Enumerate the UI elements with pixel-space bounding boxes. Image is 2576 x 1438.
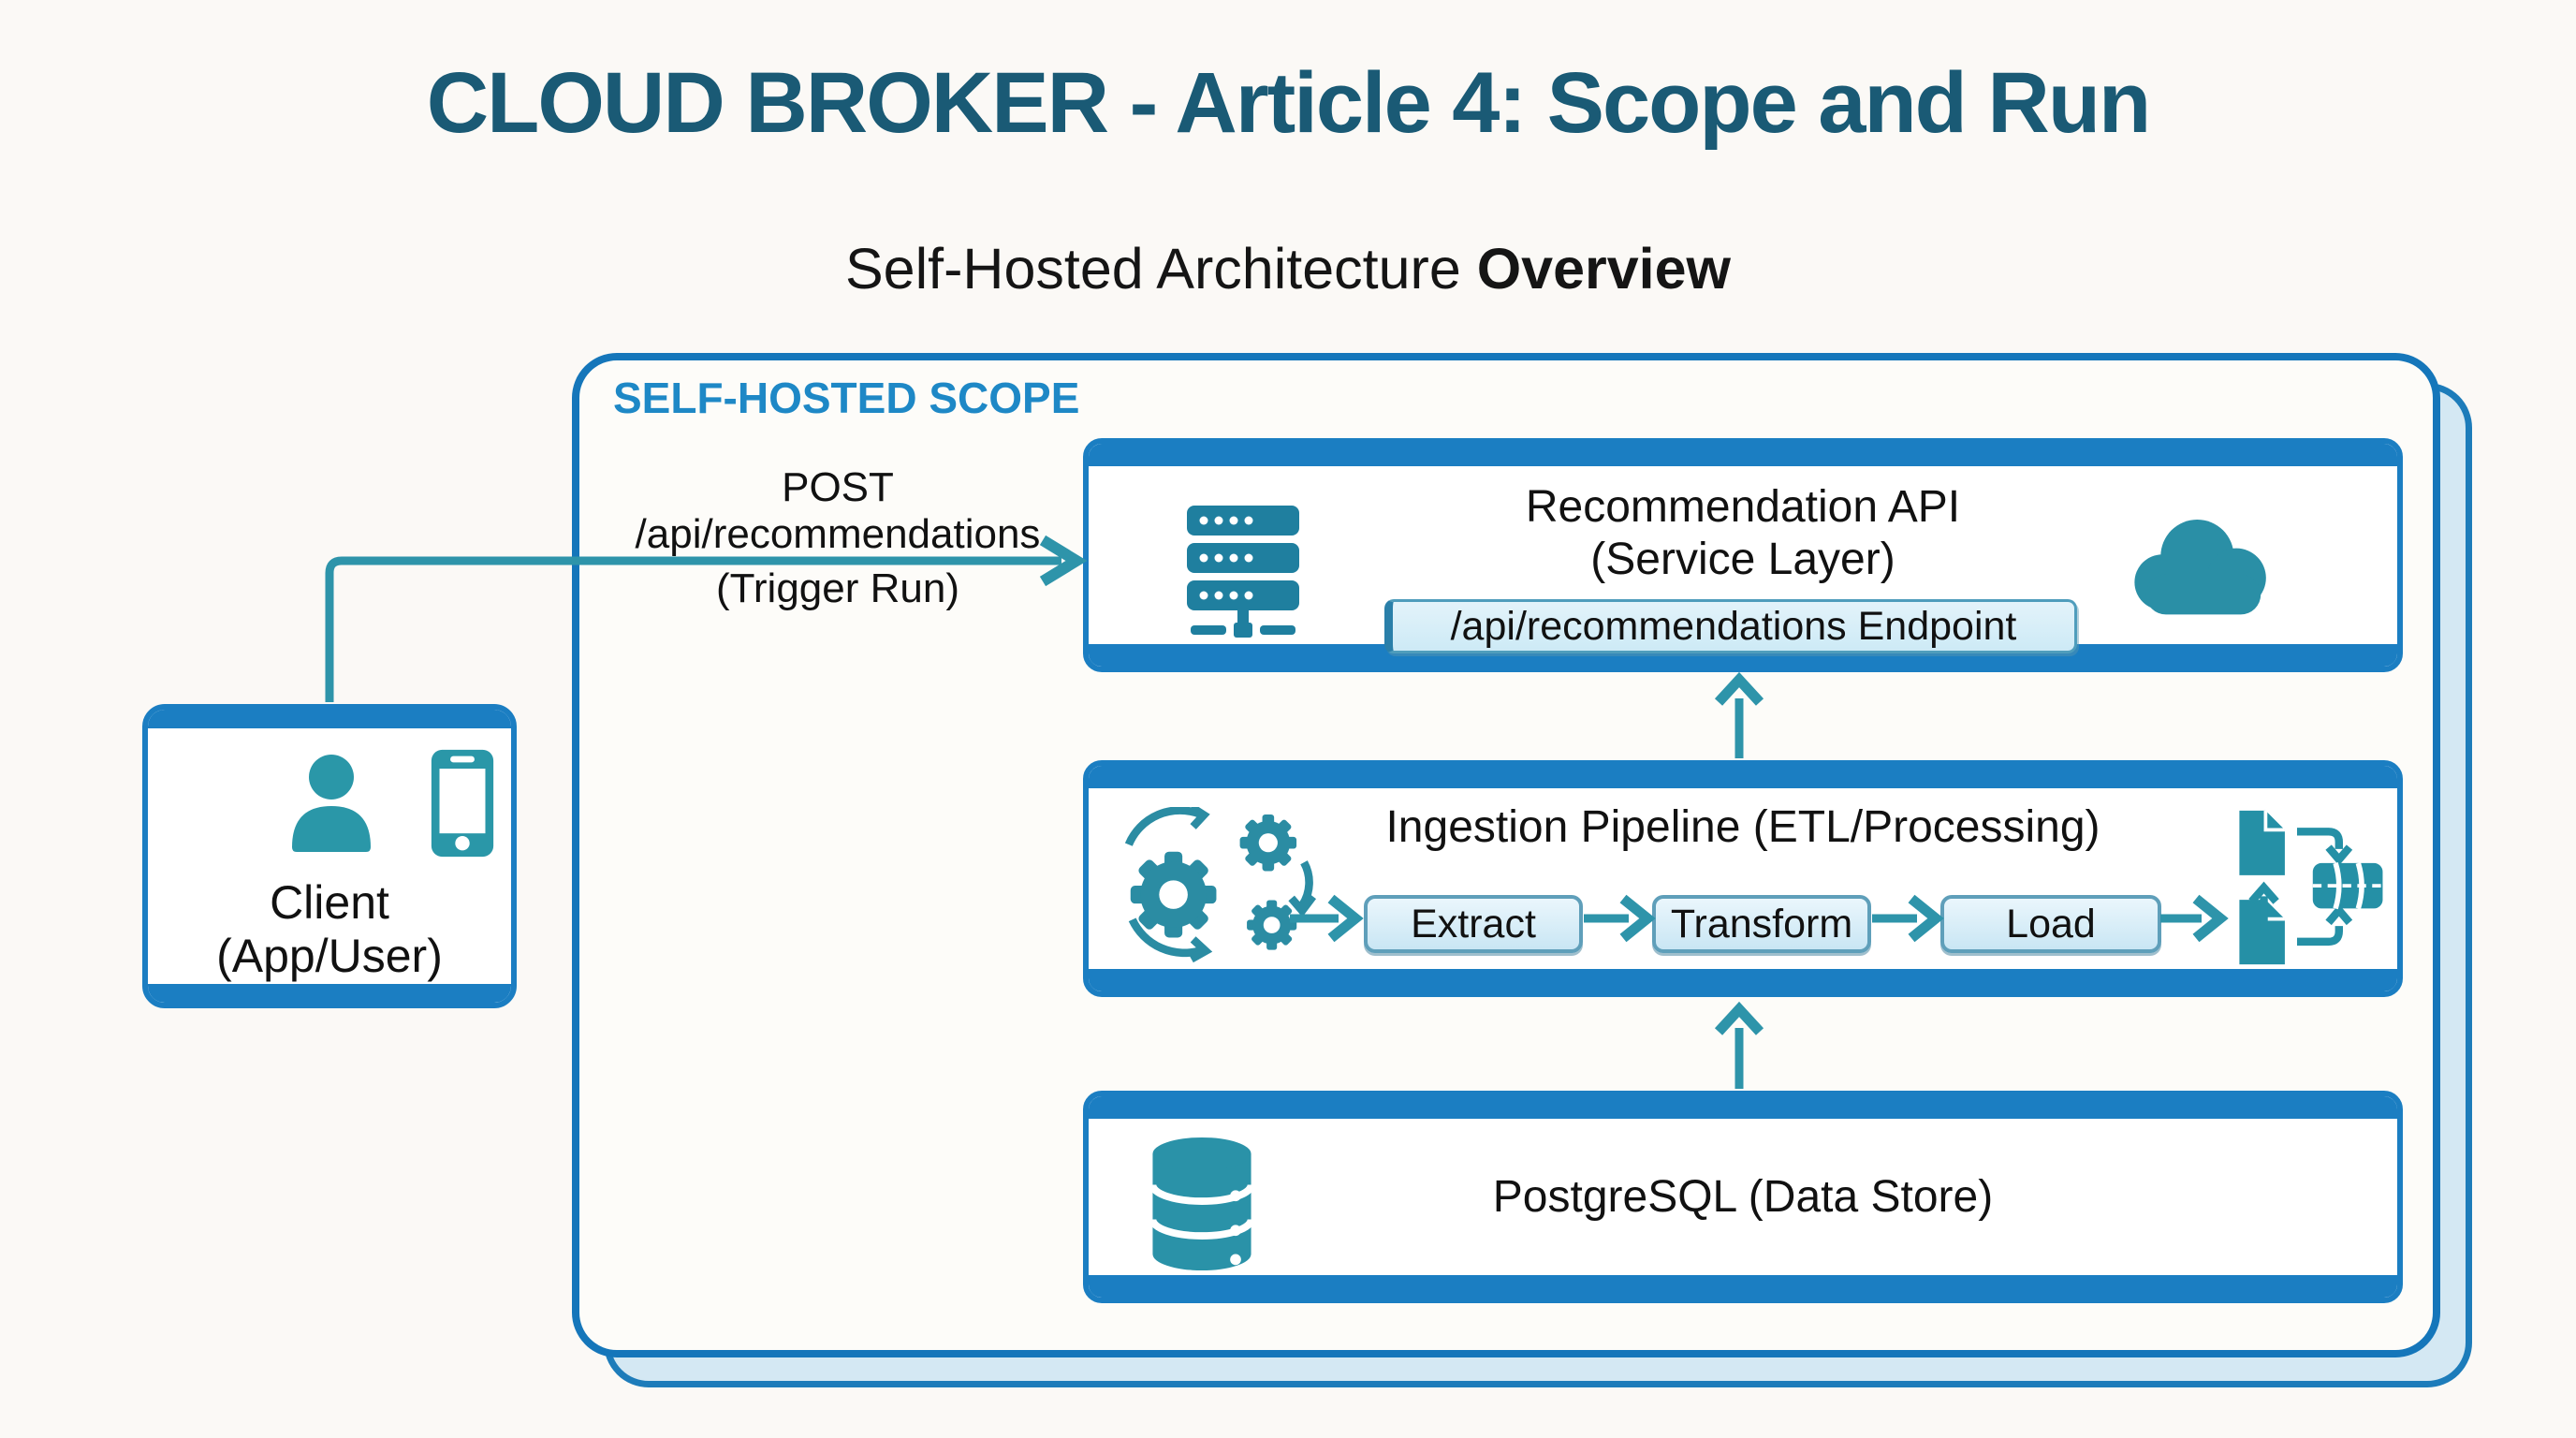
api-top-bar — [1089, 444, 2397, 466]
client-label: Client (App/User) — [148, 876, 511, 983]
request-method-label: POST — [782, 464, 894, 510]
gears-icon — [1115, 807, 1336, 966]
server-icon — [1177, 506, 1310, 644]
api-title-block: Recommendation API (Service Layer) — [1089, 481, 2397, 585]
pipeline-title: Ingestion Pipeline (ETL/Processing) — [1385, 802, 2100, 852]
documents-sync-icon — [2234, 809, 2386, 966]
step-extract-chip: Extract — [1364, 895, 1583, 953]
request-note-label: (Trigger Run) — [716, 565, 959, 611]
db-bottom-bar — [1089, 1275, 2397, 1298]
client-node: Client (App/User) — [142, 704, 517, 1008]
client-top-bar — [148, 710, 511, 728]
user-icon — [279, 751, 384, 854]
scope-label: SELF-HOSTED SCOPE — [613, 374, 1080, 422]
request-path-label: /api/recommendations — [635, 511, 1041, 557]
api-title: Recommendation API — [1525, 482, 1961, 532]
step-load-chip: Load — [1940, 895, 2161, 953]
page-title: CLOUD BROKER - Article 4: Scope and Run — [426, 55, 2152, 151]
smartphone-icon — [429, 745, 496, 861]
client-title: Client — [270, 876, 389, 929]
subtitle-text: Self-Hosted Architecture — [845, 237, 1461, 301]
page-subtitle: Self-Hosted Architecture Overview — [0, 236, 2576, 301]
cloud-icon — [2115, 504, 2289, 635]
api-endpoint-chip: /api/recommendations Endpoint — [1384, 599, 2077, 653]
ingestion-pipeline-node: Ingestion Pipeline (ETL/Processing) Extr… — [1083, 760, 2403, 997]
client-bottom-bar — [148, 984, 511, 1003]
recommendation-api-node: Recommendation API (Service Layer) /api/… — [1083, 438, 2403, 672]
db-top-bar — [1089, 1096, 2397, 1119]
postgresql-node: PostgreSQL (Data Store) — [1083, 1091, 2403, 1303]
pipeline-top-bar — [1089, 766, 2397, 788]
db-title: PostgreSQL (Data Store) — [1492, 1172, 1994, 1222]
subtitle-bold: Overview — [1476, 237, 1731, 301]
api-subtitle: (Service Layer) — [1590, 534, 1895, 584]
pipeline-bottom-bar — [1089, 969, 2397, 991]
step-transform-chip: Transform — [1652, 895, 1871, 953]
client-subtitle: (App/User) — [216, 930, 443, 982]
database-icon — [1147, 1136, 1257, 1272]
